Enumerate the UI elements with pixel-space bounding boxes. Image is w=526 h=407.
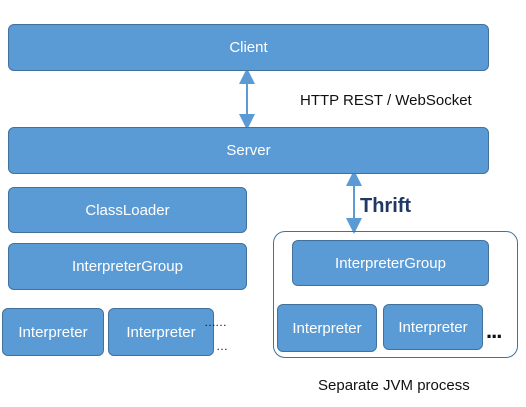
client-box: Client [8,24,489,71]
http-websocket-label: HTTP REST / WebSocket [300,92,472,109]
left-interpreter-box-2: Interpreter [108,308,214,356]
right-ellipsis: ... [486,318,502,343]
left-interpreter-box-1: Interpreter [2,308,104,356]
right-interpretergroup-box: InterpreterGroup [292,240,489,286]
thrift-label: Thrift [360,195,412,217]
right-interpreter-label-1: Interpreter [292,319,362,337]
left-interpretergroup-label: InterpreterGroup [72,258,183,275]
left-interpretergroup-box: InterpreterGroup [8,243,247,290]
client-label: Client [229,39,268,56]
classloader-box: ClassLoader [8,187,247,233]
separate-jvm-label: Separate JVM process [318,377,470,394]
left-ellipsis-bottom: … [216,339,228,353]
classloader-label: ClassLoader [85,201,170,219]
left-interpreter-label-1: Interpreter [18,323,88,341]
server-label: Server [226,142,271,159]
right-interpreter-box-2: Interpreter [383,304,483,350]
right-interpreter-label-2: Interpreter [398,318,468,336]
left-interpreter-label-2: Interpreter [126,323,196,341]
separate-jvm-frame [273,231,518,358]
server-box: Server [8,127,489,174]
right-interpreter-box-1: Interpreter [277,304,377,352]
left-ellipsis-top: …… [204,315,227,329]
right-interpretergroup-label: InterpreterGroup [335,254,446,272]
